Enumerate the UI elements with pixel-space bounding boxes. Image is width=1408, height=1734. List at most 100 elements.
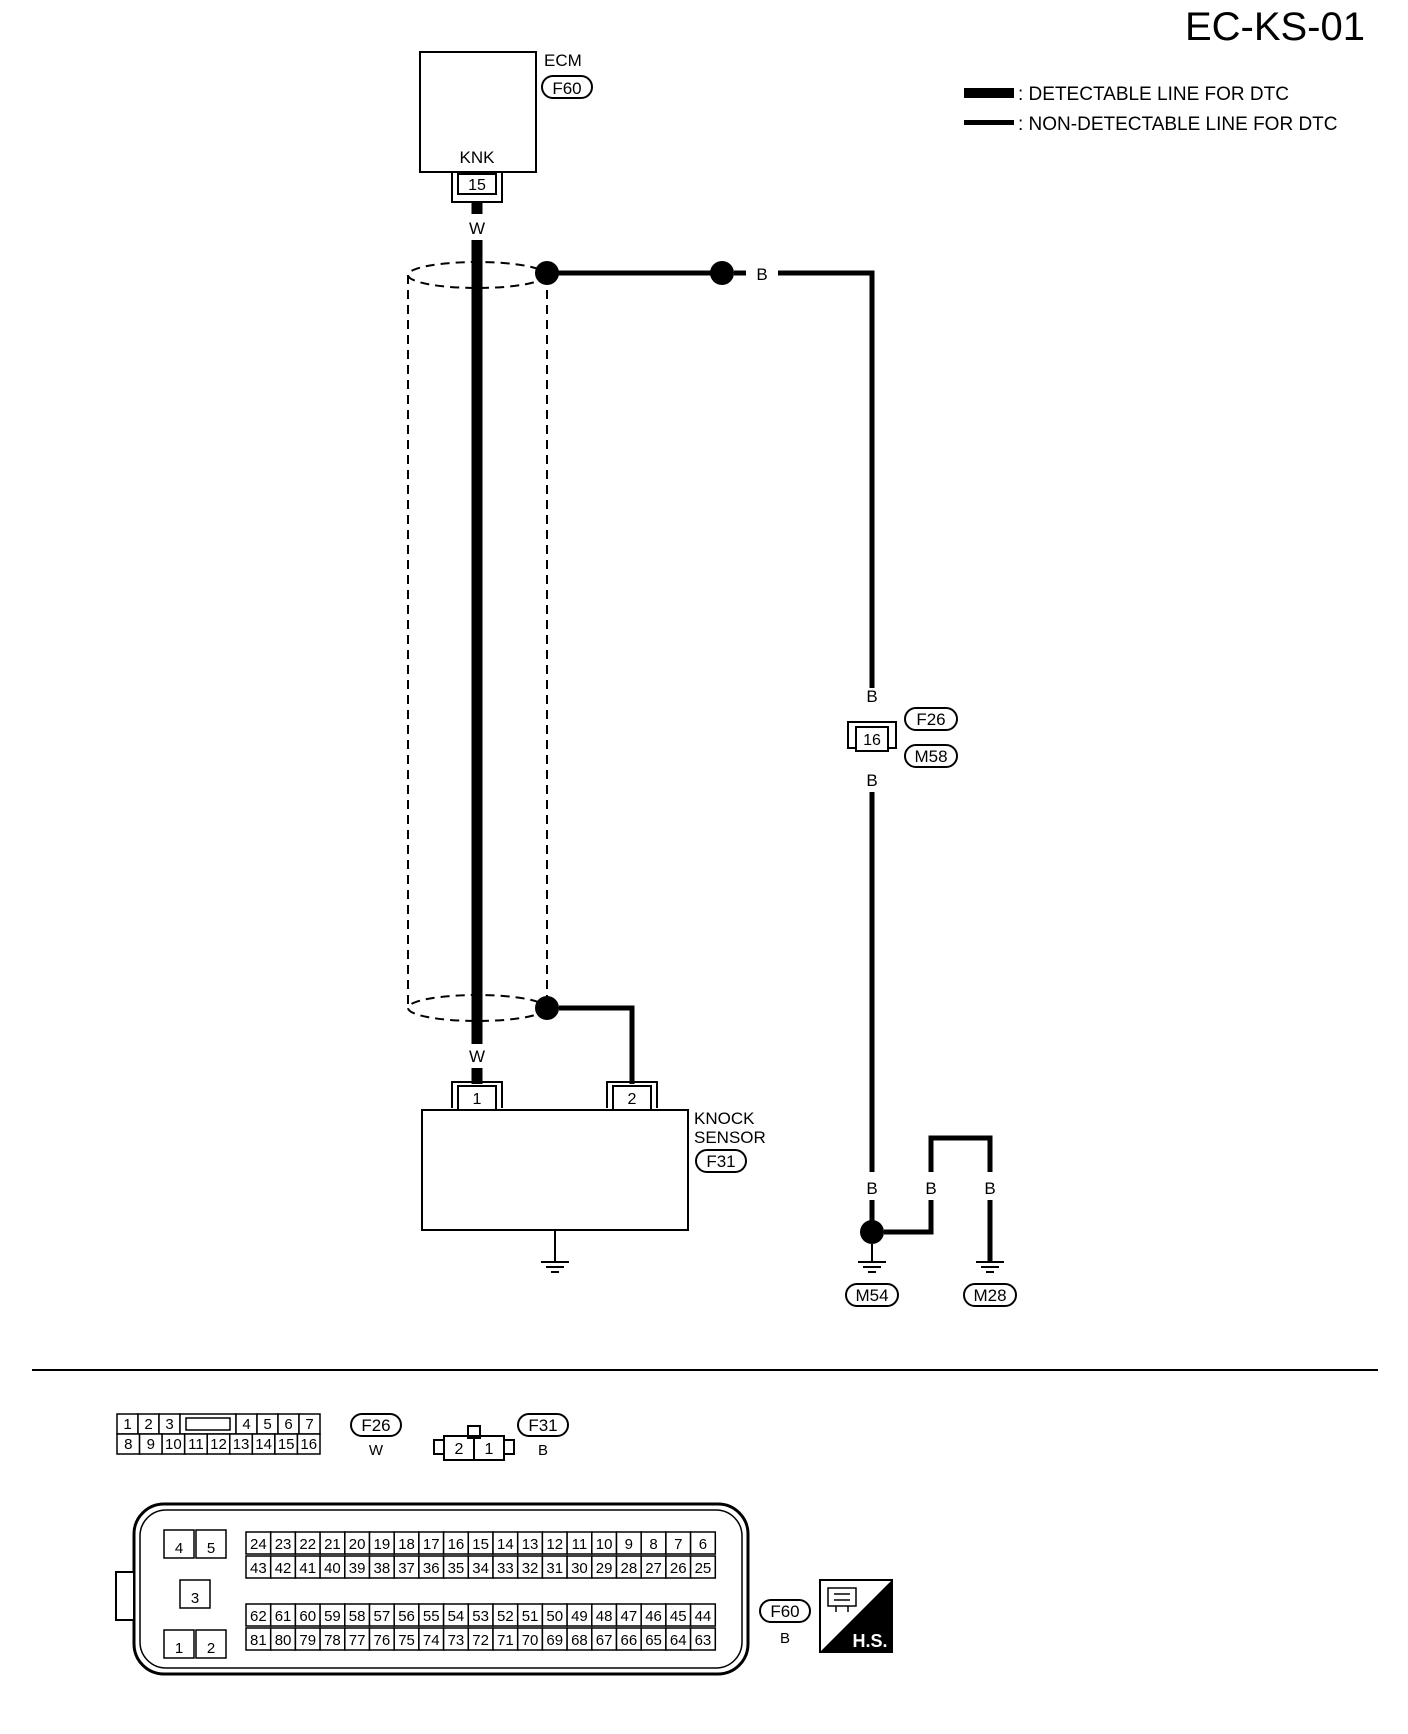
f60-pin-16: 16 (448, 1536, 465, 1553)
f60-pin-25-cell (689, 1555, 717, 1579)
knock-sensor: 1 2 KNOCK SENSOR F31 (421, 1081, 766, 1273)
f60-pin-11: 11 (572, 1536, 588, 1553)
f60-pin-61: 61 (275, 1608, 292, 1625)
f60-pin-14: 14 (497, 1536, 514, 1553)
f60-pin-68: 68 (571, 1632, 588, 1649)
relay-connector-pin: 16 (863, 732, 881, 749)
f60-pin-50: 50 (546, 1608, 563, 1625)
f60-pin-60: 60 (299, 1608, 316, 1625)
f60-pin-32: 32 (522, 1560, 539, 1577)
f60-pin-37: 37 (398, 1560, 415, 1577)
f60-pin-26: 26 (670, 1560, 687, 1577)
knock-sensor-label-2: SENSOR (694, 1128, 766, 1147)
shield-wire-color: B (756, 265, 767, 284)
f60-pin-1: 1 (175, 1640, 183, 1657)
f60-pin-55: 55 (423, 1608, 440, 1625)
connector-view-f31: 2 1 (433, 1425, 515, 1461)
f60-pin-62: 62 (250, 1608, 267, 1625)
f60-code-badge (759, 1599, 811, 1623)
f60-pin-52: 52 (497, 1608, 514, 1625)
f31-pin-a: 2 (455, 1441, 464, 1458)
f60-pin-9: 9 (625, 1536, 633, 1553)
f31-pin-b: 1 (485, 1441, 494, 1458)
f26-color: W (369, 1442, 384, 1459)
f60-pin-81: 81 (250, 1632, 267, 1649)
f60-pin-23: 23 (275, 1536, 292, 1553)
f60-pin-28: 28 (621, 1560, 638, 1577)
f60-pin-44-cell (689, 1603, 717, 1627)
f26-pin-3: 3 (165, 1416, 173, 1433)
ecm-connector-badge (541, 75, 593, 99)
connector-icon (827, 1587, 857, 1612)
f60-pin-1-cell (163, 1629, 195, 1659)
f60-pin-80: 80 (275, 1632, 292, 1649)
f26-pin-10: 10 (165, 1436, 182, 1453)
knock-sensor-connector-badge (695, 1149, 747, 1173)
splice-bottom (535, 996, 559, 1020)
f26-pin-15: 15 (278, 1436, 295, 1453)
f60-pin-24: 24 (250, 1536, 267, 1553)
f60-pin-21: 21 (324, 1536, 341, 1553)
f26-code-badge (350, 1413, 402, 1437)
f60-pin-57: 57 (374, 1608, 391, 1625)
f60-pin-74: 74 (423, 1632, 440, 1649)
ground-m54-code: M54 (855, 1286, 888, 1305)
f26-key-cell (179, 1413, 237, 1435)
f26-pin-7: 7 (305, 1416, 313, 1433)
f26-pin-1: 1 (123, 1416, 131, 1433)
relay-code-a: F26 (916, 710, 945, 729)
f60-pin-51: 51 (522, 1608, 539, 1625)
f60-pin-65: 65 (645, 1632, 662, 1649)
f26-pin-8: 8 (124, 1436, 132, 1453)
f60-pin-42: 42 (275, 1560, 292, 1577)
ecm-component: ECM F60 KNK 15 (419, 51, 593, 203)
f60-pin-5-cell (195, 1529, 227, 1559)
f60-pin-53: 53 (472, 1608, 489, 1625)
f60-pin-54: 54 (448, 1608, 465, 1625)
ecm-label: ECM (544, 51, 582, 70)
f26-pin-2: 2 (144, 1416, 152, 1433)
f26-pin-12: 12 (210, 1436, 227, 1453)
f60-pin-67: 67 (596, 1632, 613, 1649)
f60-pin-66: 66 (621, 1632, 638, 1649)
f60-pin-8: 8 (649, 1536, 657, 1553)
f60-color: B (780, 1630, 790, 1647)
knock-sensor-label-1: KNOCK (694, 1109, 755, 1128)
f60-pin-10: 10 (596, 1536, 613, 1553)
ground-m28-code: M28 (973, 1286, 1006, 1305)
f31-color: B (538, 1442, 548, 1459)
f60-pin-72: 72 (472, 1632, 489, 1649)
f60-pin-27: 27 (645, 1560, 662, 1577)
f60-pin-48: 48 (596, 1608, 613, 1625)
f60-pin-73: 73 (448, 1632, 465, 1649)
f26-wire-color-bottom: B (866, 771, 877, 790)
f26-pin-11: 11 (188, 1436, 204, 1453)
ground-wire-color-3: B (984, 1179, 995, 1198)
f60-pin-6-cell (689, 1531, 717, 1555)
f26-wire-color-top: B (866, 687, 877, 706)
f60-pin-45: 45 (670, 1608, 687, 1625)
hs-label: H.S. (852, 1631, 887, 1651)
f60-pin-64: 64 (670, 1632, 687, 1649)
ground-m28-badge (963, 1283, 1017, 1307)
f60-pin-25: 25 (695, 1560, 712, 1577)
f60-pin-77: 77 (349, 1632, 366, 1649)
diagram-id: EC-KS-01 (1185, 5, 1365, 49)
knock-sensor-body (421, 1109, 689, 1231)
f26-pin-4: 4 (242, 1416, 250, 1433)
f60-pin-46: 46 (645, 1608, 662, 1625)
f31-code-badge (517, 1413, 569, 1437)
ecm-terminal-name: KNK (460, 148, 496, 167)
f60-pin-2: 2 (207, 1640, 215, 1657)
legend-detectable-swatch (964, 88, 1014, 98)
relay-connector: 16 F26 M58 (847, 707, 958, 768)
f60-pin-7: 7 (674, 1536, 682, 1553)
f31-code: F31 (528, 1416, 557, 1435)
f60-pin-4-cell (163, 1529, 195, 1559)
f60-pin-19: 19 (374, 1536, 391, 1553)
knock-sensor-connector-code: F31 (706, 1152, 735, 1171)
f60-pin-58: 58 (349, 1608, 366, 1625)
f60-pin-18: 18 (398, 1536, 415, 1553)
